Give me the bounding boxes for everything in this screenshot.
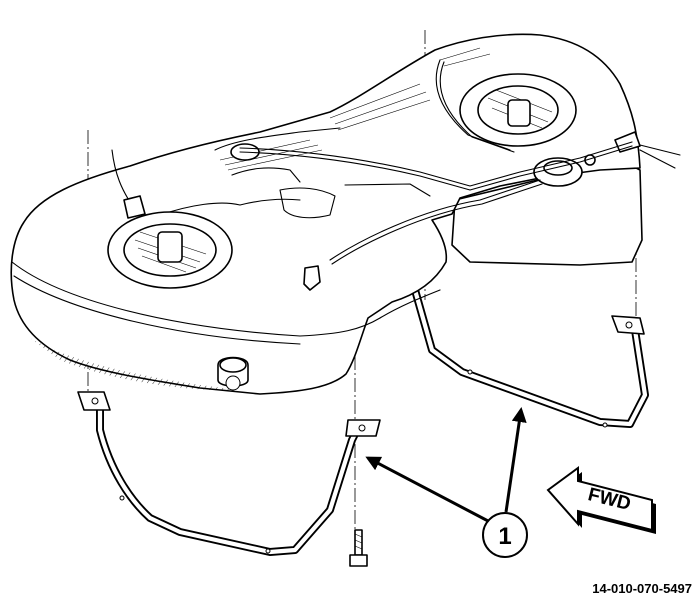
callout-leaders [365,407,527,524]
fuel-pump-module-left [107,149,233,289]
forward-direction-arrow: FWD [546,466,656,534]
figure-id: 14-010-070-5497 [592,581,692,596]
front-fuel-tank-strap [77,391,381,556]
callout-1: 1 [482,512,528,558]
fuel-pump-module-right [230,73,641,187]
callout-number: 1 [498,523,511,550]
fuel-lines [239,59,681,265]
strap-mounting-bolt [349,529,368,567]
rear-fuel-tank-strap [411,286,649,428]
